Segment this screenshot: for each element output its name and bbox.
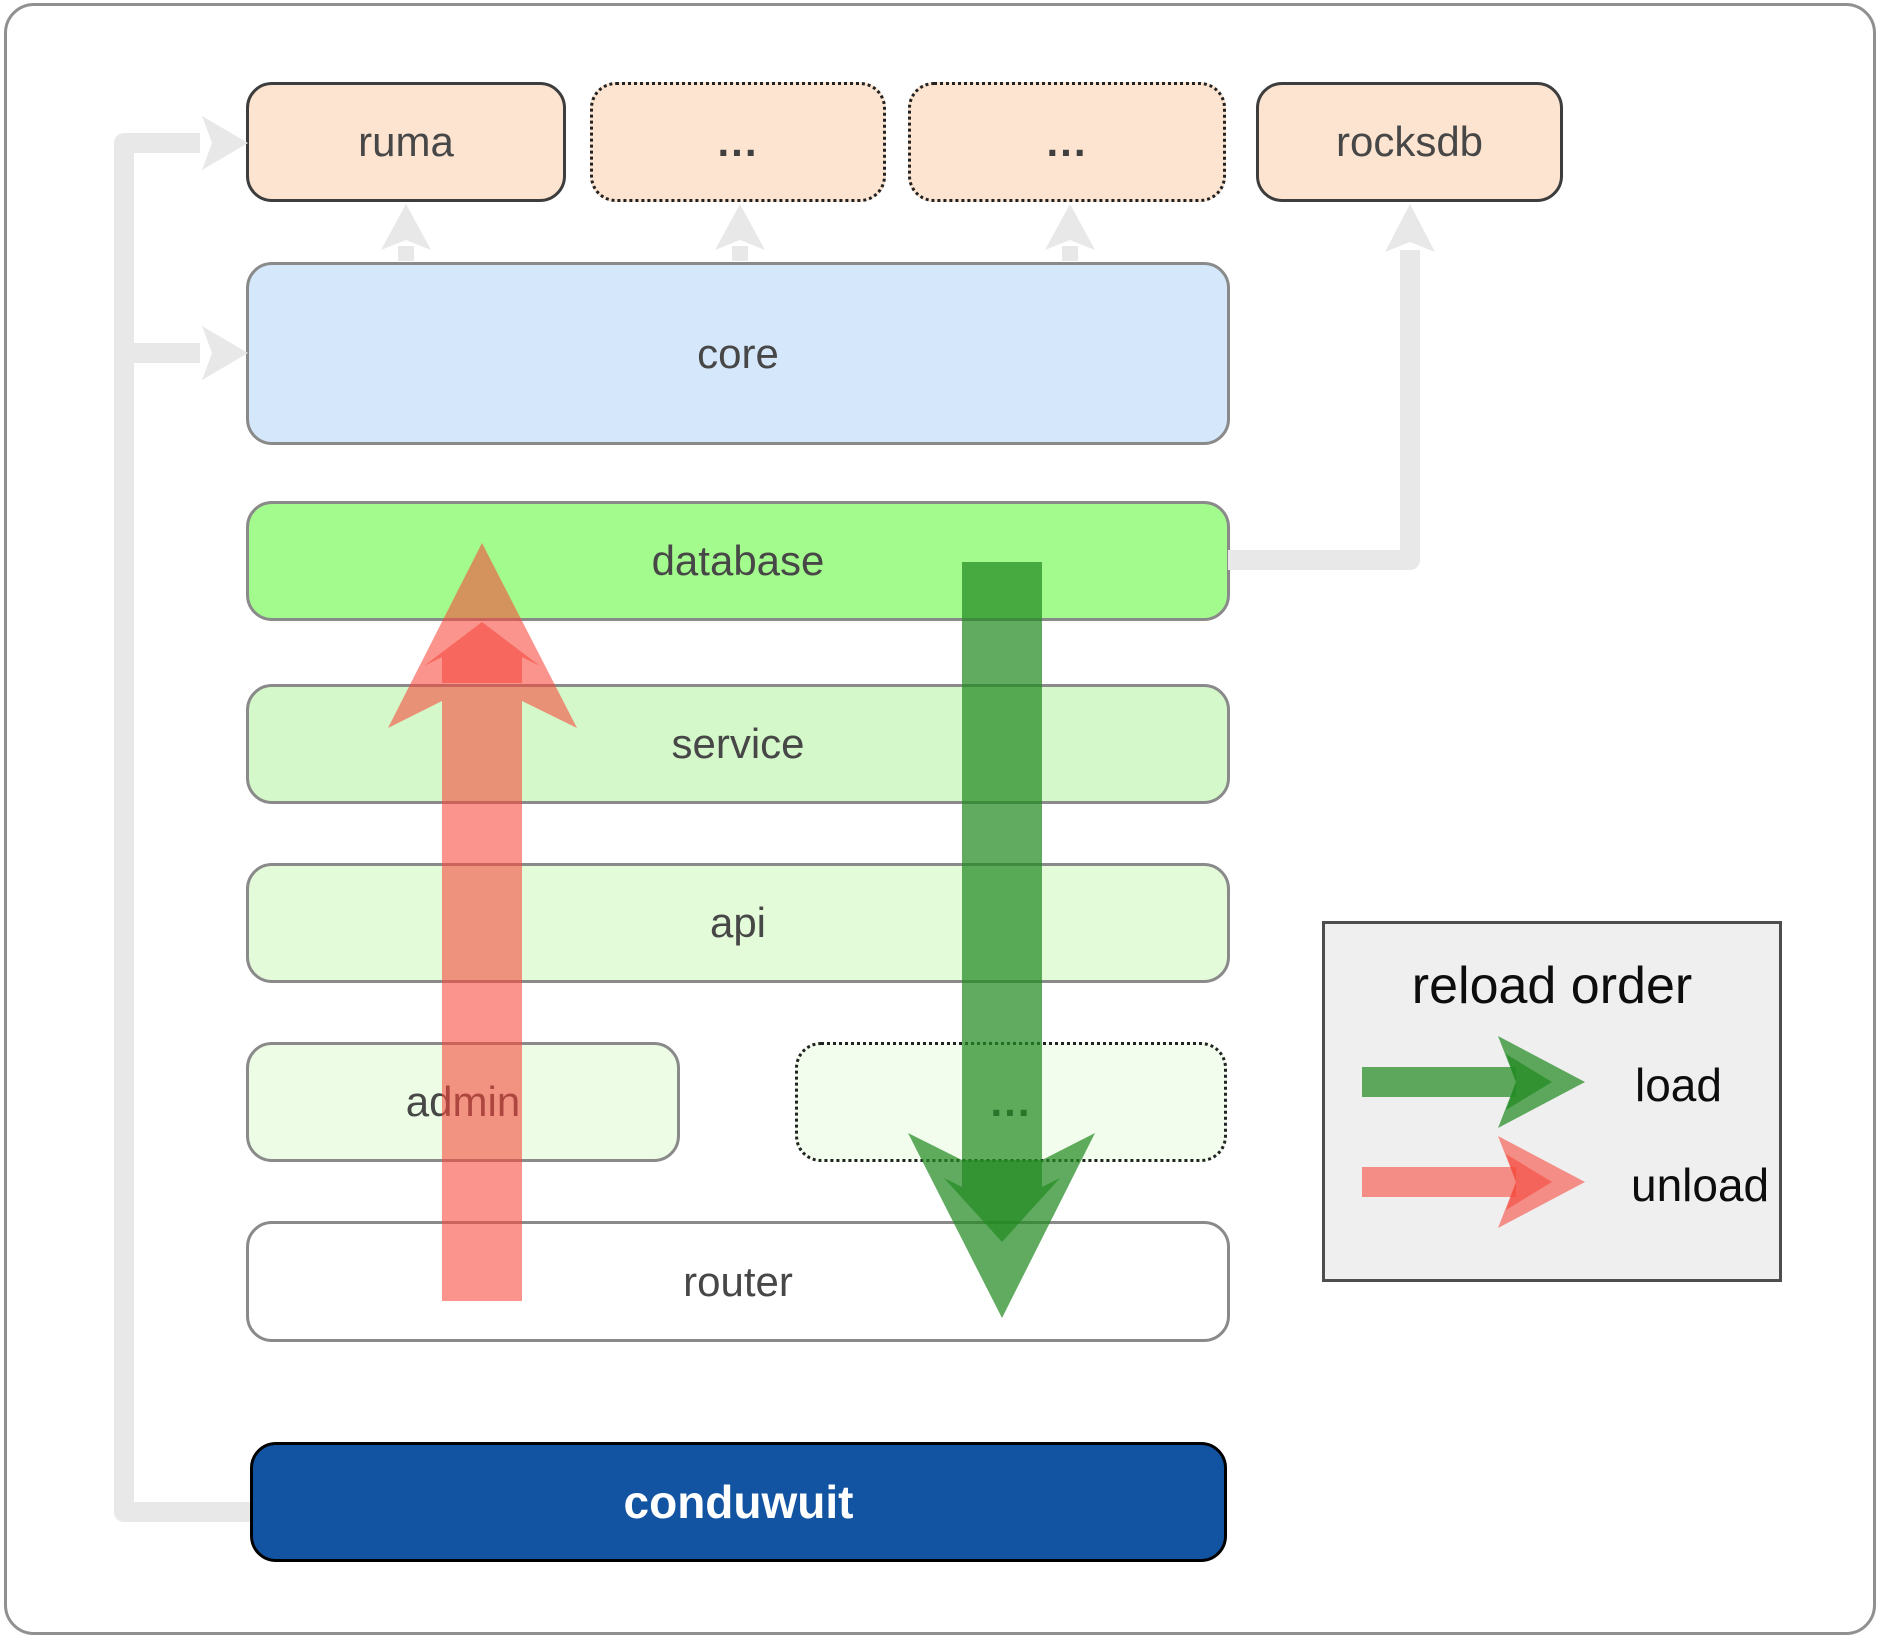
node-router: router <box>246 1221 1230 1342</box>
node-rocksdb: rocksdb <box>1256 82 1563 202</box>
legend-title: reload order <box>1411 957 1693 1015</box>
node-conduwuit: conduwuit <box>250 1442 1227 1562</box>
node-rocksdb-label: rocksdb <box>1335 118 1484 165</box>
node-ellipsis-admin: ... <box>795 1042 1227 1162</box>
node-admin: admin <box>246 1042 680 1162</box>
node-core: core <box>246 262 1230 445</box>
node-api: api <box>246 863 1230 983</box>
node-core-label: core <box>697 329 779 377</box>
node-ellipsis-top-1-label: ... <box>717 118 759 165</box>
node-ellipsis-top-1: ... <box>590 82 886 202</box>
legend-panel: reload order load unload <box>1322 921 1782 1282</box>
diagram-outer-border <box>4 3 1876 1635</box>
node-database-label: database <box>651 537 825 584</box>
node-ellipsis-top-2: ... <box>908 82 1226 202</box>
node-conduwuit-label: conduwuit <box>623 1476 854 1528</box>
legend-load-label: load <box>1635 1059 1722 1111</box>
legend-unload-label: unload <box>1631 1159 1770 1211</box>
node-api-label: api <box>709 899 767 946</box>
node-ellipsis-admin-label: ... <box>990 1078 1032 1125</box>
node-service-label: service <box>671 720 805 767</box>
node-service: service <box>246 684 1230 804</box>
node-admin-label: admin <box>405 1078 521 1125</box>
node-ruma: ruma <box>246 82 566 202</box>
node-database: database <box>246 501 1230 621</box>
node-router-label: router <box>683 1257 793 1305</box>
node-ellipsis-top-2-label: ... <box>1046 118 1088 165</box>
node-ruma-label: ruma <box>358 118 454 165</box>
